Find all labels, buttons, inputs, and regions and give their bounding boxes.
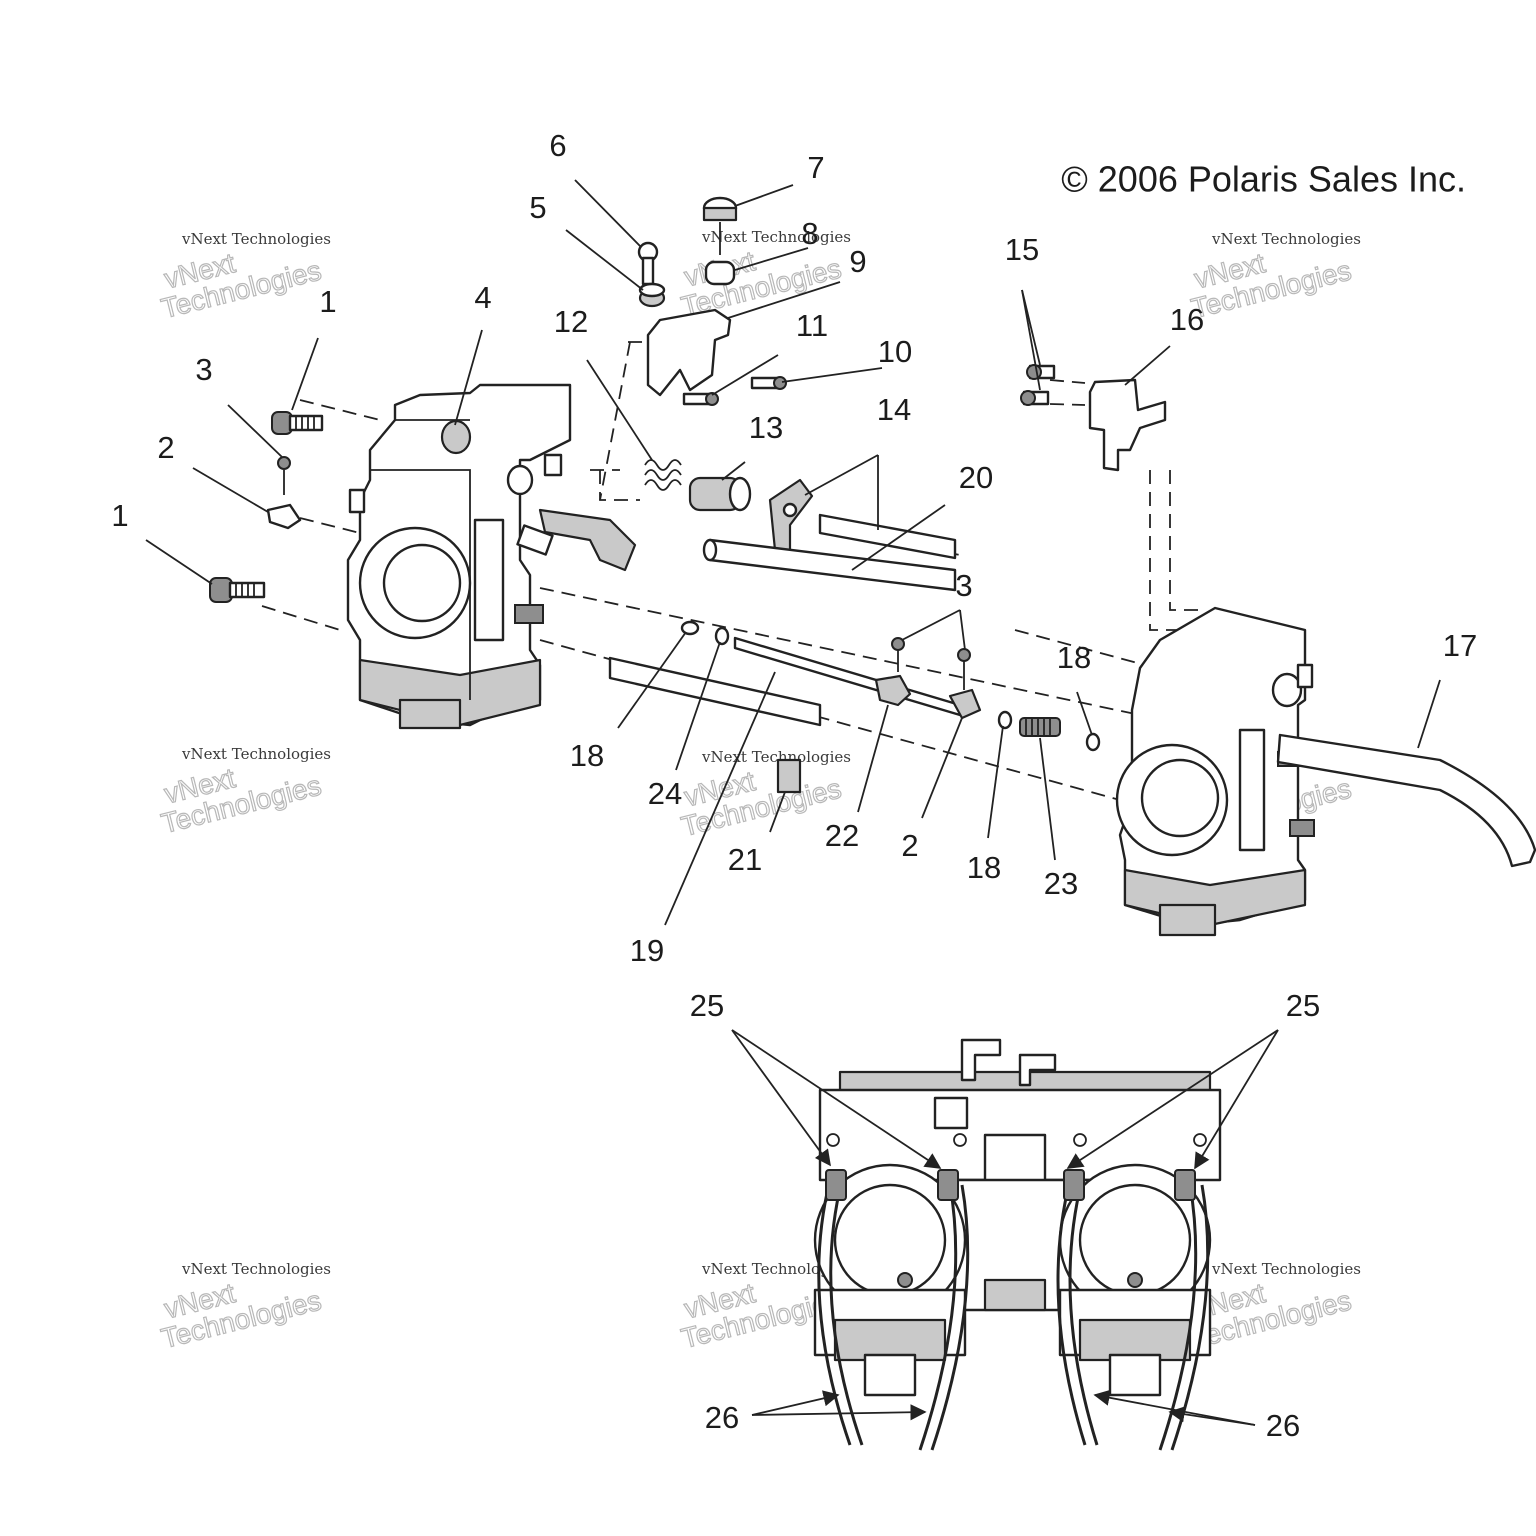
hardware-parts: [209, 196, 1167, 794]
callout-21: 21: [728, 842, 762, 877]
callout-13: 13: [749, 410, 783, 445]
callout-4: 4: [474, 280, 491, 315]
callout-1-upper: 1: [319, 284, 336, 319]
callout-18-right: 18: [1057, 640, 1091, 675]
callout-5: 5: [529, 190, 546, 225]
callout-6: 6: [549, 128, 566, 163]
callout-3-left: 3: [195, 352, 212, 387]
bolt-1-lower: [209, 577, 266, 603]
callout-26-left: 26: [705, 1400, 739, 1435]
fuel-hose: [1276, 733, 1536, 868]
watermark-top-right: vNext Technologies vNext Technologies: [1188, 230, 1361, 325]
callout-25-left: 25: [690, 988, 724, 1023]
copyright-text: © 2006 Polaris Sales Inc.: [1061, 159, 1466, 200]
callout-24: 24: [648, 776, 682, 811]
watermark-bottom-right: vNext Technologies vNext Technologies: [1188, 1260, 1361, 1355]
svg-text:vNext Technologies: vNext Technologies: [1211, 230, 1361, 248]
callout-15: 15: [1005, 232, 1039, 267]
callout-2-left: 2: [157, 430, 174, 465]
callout-16: 16: [1170, 302, 1204, 337]
callout-19: 19: [630, 933, 664, 968]
callout-2-center: 2: [901, 828, 918, 863]
watermark-top-left: vNext Technologies vNext Technologies: [158, 230, 331, 325]
svg-text:vNext Technologies: vNext Technologies: [1211, 1260, 1361, 1278]
callout-3-center: 3: [955, 568, 972, 603]
callout-10: 10: [878, 334, 912, 369]
callout-18-center: 18: [967, 850, 1001, 885]
callout-12: 12: [554, 304, 588, 339]
callout-18-left: 18: [570, 738, 604, 773]
left-carburetor: [346, 383, 637, 730]
callout-22: 22: [825, 818, 859, 853]
callout-14: 14: [877, 392, 911, 427]
svg-text:vNext Technologies: vNext Technologies: [701, 228, 851, 246]
callout-9: 9: [849, 244, 866, 279]
svg-text:vNext Technologies: vNext Technologies: [181, 745, 331, 763]
bolt-1-upper: [271, 411, 324, 435]
svg-text:vNext Technologies: vNext Technologies: [181, 230, 331, 248]
svg-text:vNext Technologies: vNext Technologies: [701, 1260, 851, 1278]
callout-20: 20: [959, 460, 993, 495]
callout-17: 17: [1443, 628, 1477, 663]
callout-labels: 6 7 5 8 9 15 1 4 12 16 11 10 3 14 13 2 2…: [111, 128, 1477, 1443]
right-carburetor: [1115, 606, 1315, 937]
leader-lines: [145, 179, 1441, 1426]
svg-text:vNext Technologies: vNext Technologies: [181, 1260, 331, 1278]
watermark-mid-left: vNext Technologies vNext Technologies: [158, 745, 331, 840]
callout-11: 11: [796, 308, 828, 343]
callout-1-lower: 1: [111, 498, 128, 533]
callout-23: 23: [1044, 866, 1078, 901]
callout-8: 8: [801, 216, 818, 251]
callout-7: 7: [807, 150, 824, 185]
callout-25-right: 25: [1286, 988, 1320, 1023]
watermark-bottom-left: vNext Technologies vNext Technologies: [158, 1260, 331, 1355]
callout-26-right: 26: [1266, 1408, 1300, 1443]
bottom-assembly: [813, 1038, 1222, 1451]
svg-text:vNext Technologies: vNext Technologies: [701, 748, 851, 766]
